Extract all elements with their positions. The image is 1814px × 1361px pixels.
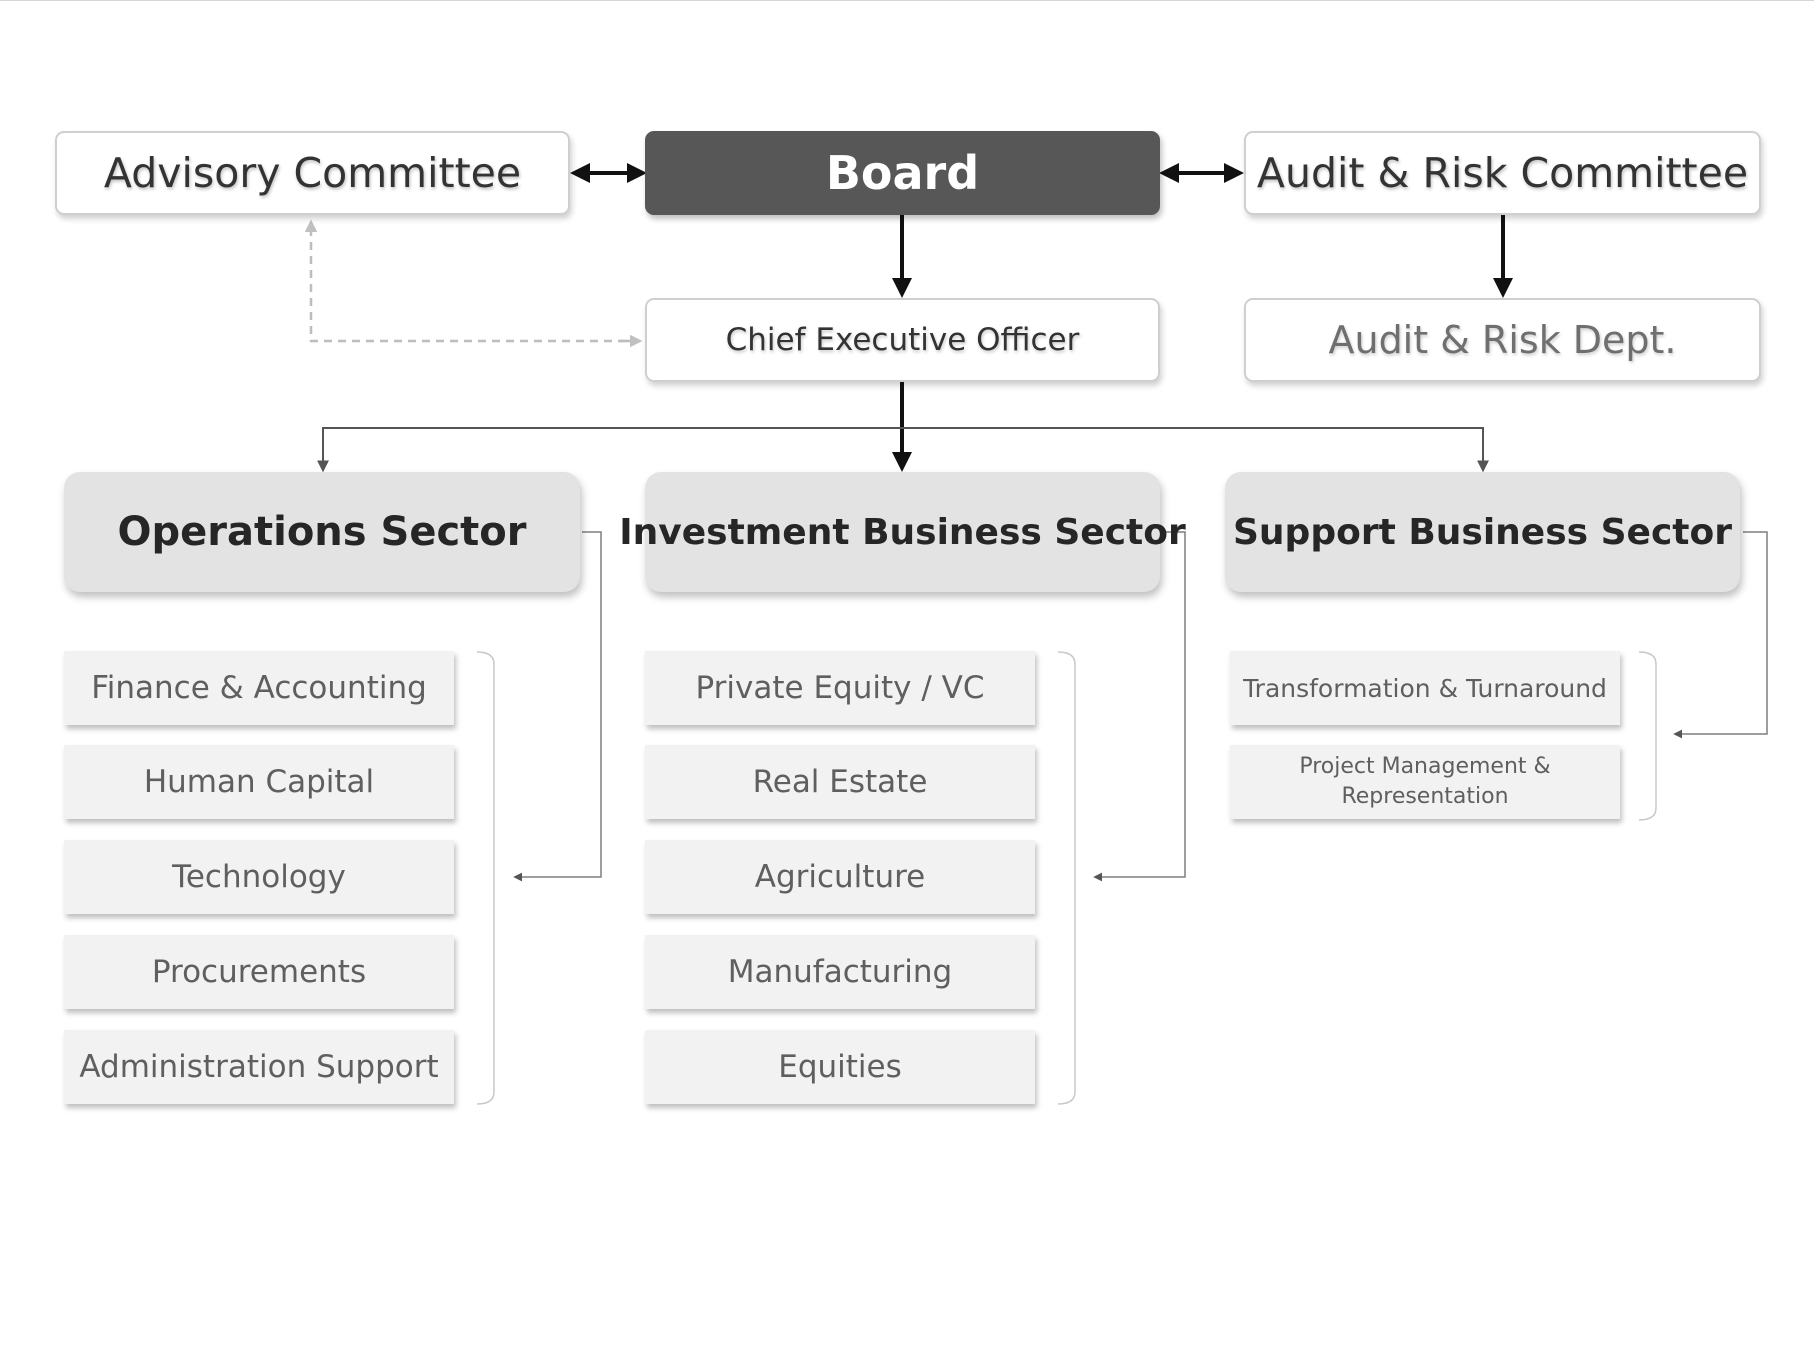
support-bracket	[1638, 651, 1657, 821]
dept-equities: Equities	[645, 1030, 1035, 1104]
ceo-label: Chief Executive Officer	[725, 322, 1080, 358]
board-box: Board	[645, 131, 1160, 215]
advisory-committee-box: Advisory Committee	[55, 131, 570, 215]
ceo-box: Chief Executive Officer	[645, 298, 1160, 382]
operations-bracket	[476, 651, 495, 1105]
ceo-advisory-dashed-link	[304, 219, 640, 343]
dept-technology: Technology	[64, 840, 454, 914]
support-sector-title: Support Business Sector	[1233, 511, 1732, 553]
dept-finance-accounting: Finance & Accounting	[64, 651, 454, 725]
audit-risk-dept-label: Audit & Risk Dept.	[1328, 318, 1677, 362]
dept-label: Administration Support	[79, 1049, 439, 1085]
dept-label: Human Capital	[143, 764, 375, 800]
dept-label: Agriculture	[754, 859, 926, 895]
dept-label: Transformation & Turnaround	[1243, 673, 1607, 703]
dept-label: Finance & Accounting	[91, 670, 427, 706]
operations-sector-box: Operations Sector	[64, 472, 580, 592]
investment-bracket	[1057, 651, 1076, 1105]
dept-label: Procurements	[151, 954, 367, 990]
audit-risk-committee-box: Audit & Risk Committee	[1244, 131, 1761, 215]
dept-human-capital: Human Capital	[64, 745, 454, 819]
dept-label: Equities	[778, 1049, 902, 1085]
dept-agriculture: Agriculture	[645, 840, 1035, 914]
dept-administration-support: Administration Support	[64, 1030, 454, 1104]
dept-label: Project Management & Representation	[1299, 754, 1551, 809]
dept-real-estate: Real Estate	[645, 745, 1035, 819]
top-border	[0, 0, 1814, 1]
dept-private-equity-vc: Private Equity / VC	[645, 651, 1035, 725]
audit-risk-committee-label: Audit & Risk Committee	[1256, 149, 1749, 197]
dept-transformation-turnaround: Transformation & Turnaround	[1230, 651, 1620, 725]
dept-project-management-representation: Project Management & Representation	[1230, 745, 1620, 819]
audit-risk-dept-box: Audit & Risk Dept.	[1244, 298, 1761, 382]
dept-manufacturing: Manufacturing	[645, 935, 1035, 1009]
board-label: Board	[825, 146, 980, 200]
dept-label: Private Equity / VC	[695, 670, 985, 706]
investment-sector-box: Investment Business Sector	[619, 472, 1186, 592]
dept-label: Technology	[172, 859, 346, 895]
dept-label: Real Estate	[752, 764, 928, 800]
advisory-committee-label: Advisory Committee	[103, 149, 522, 197]
sector-branch-line	[322, 427, 1484, 467]
support-sector-box: Support Business Sector	[1225, 472, 1740, 592]
investment-sector-title: Investment Business Sector	[619, 511, 1186, 553]
dept-procurements: Procurements	[64, 935, 454, 1009]
operations-sector-title: Operations Sector	[117, 509, 527, 555]
dept-label: Manufacturing	[727, 954, 953, 990]
